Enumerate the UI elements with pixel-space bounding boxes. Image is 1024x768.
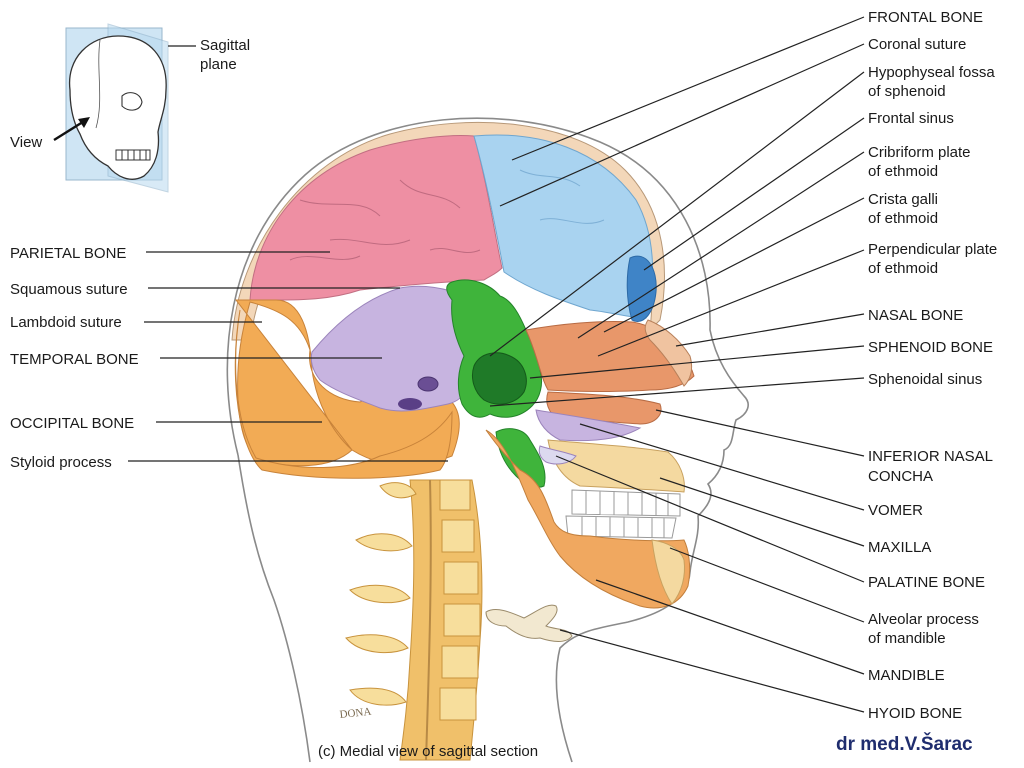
internal-acoustic-meatus [417, 376, 439, 392]
spinal-ligament [425, 479, 432, 761]
label-lambdoid-suture: Lambdoid suture [10, 314, 122, 331]
label-perpendicular-plate-line-1: Perpendicular plate [868, 241, 997, 258]
label-inferior-nasal-concha: INFERIOR NASAL CONCHA [868, 448, 997, 485]
leader-vomer [579, 423, 865, 511]
label-alveolar-process: Alveolar process of mandible [868, 611, 983, 647]
leader-crista-galli [603, 197, 865, 333]
author-credit: dr med.V.Šarac [836, 733, 973, 755]
leader-coronal-suture [499, 43, 865, 207]
leader-hyoid-bone [559, 629, 865, 713]
label-crista-galli-line-2: of ethmoid [868, 210, 938, 227]
figure-caption: (c) Medial view of sagittal section [318, 743, 538, 760]
label-vomer: VOMER [868, 502, 923, 519]
mandible-region [485, 429, 691, 609]
label-perpendicular-plate-line-2: of ethmoid [868, 260, 938, 277]
label-hypophyseal-fossa-line-2: of sphenoid [868, 83, 946, 100]
inset-skull-outline [68, 35, 167, 180]
label-occipital-bone: OCCIPITAL BONE [10, 415, 134, 432]
label-sphenoidal-sinus: Sphenoidal sinus [868, 371, 982, 388]
neck-back-outline [237, 454, 311, 763]
palatine-region [538, 445, 577, 465]
parietal-vessels [289, 179, 481, 261]
label-cribriform-plate-line-1: Cribriform plate [868, 144, 971, 161]
label-frontal-sinus: Frontal sinus [868, 110, 954, 127]
inset-plane-label-line-1: Sagittal [200, 37, 250, 54]
inset-teeth [115, 149, 151, 161]
label-sphenoid-bone: SPHENOID BONE [868, 339, 993, 356]
leader-palatine-bone [555, 455, 865, 583]
spinous-processes [345, 482, 417, 706]
inset-plane-label-line-2: plane [200, 56, 237, 73]
label-mandible: MANDIBLE [868, 667, 945, 684]
upper-teeth [571, 489, 681, 517]
label-nasal-bone: NASAL BONE [868, 307, 963, 324]
label-hypophyseal-fossa: Hypophyseal fossa of sphenoid [868, 64, 999, 100]
temporal-groove [398, 398, 422, 410]
leader-sphenoidal-sinus [489, 377, 865, 407]
hyoid-bone-region [485, 604, 573, 642]
nasal-bone-region [644, 319, 693, 387]
leader-alveolar-process [669, 547, 865, 623]
label-alveolar-process-line-2: of mandible [868, 630, 946, 647]
inset-view-arrow [53, 118, 87, 142]
frontal-vessels [519, 169, 605, 224]
leader-maxilla [659, 477, 865, 547]
inset-orbit [121, 92, 143, 111]
labels-left: PARIETAL BONE Squamous suture Lambdoid s… [10, 245, 139, 471]
label-coronal-suture: Coronal suture [868, 36, 966, 53]
label-crista-galli-line-1: Crista galli [868, 191, 938, 208]
lower-teeth [565, 515, 677, 539]
label-squamous-suture: Squamous suture [10, 281, 128, 298]
leader-perpendicular-plate [597, 249, 865, 357]
sphenoidal-sinus-region [471, 352, 527, 405]
label-hypophyseal-fossa-line-1: Hypophyseal fossa [868, 64, 995, 81]
orientation-inset: Sagittal plane View [10, 23, 254, 193]
frontal-sinus-region [626, 255, 657, 322]
label-hyoid-bone: HYOID BONE [868, 705, 962, 722]
leader-frontal-bone [511, 16, 865, 161]
label-crista-galli: Crista galli of ethmoid [868, 191, 942, 227]
label-inferior-nasal-concha-line-2: CONCHA [868, 468, 933, 485]
label-cribriform-plate-line-2: of ethmoid [868, 163, 938, 180]
label-frontal-bone: FRONTAL BONE [868, 9, 983, 26]
label-alveolar-process-line-1: Alveolar process [868, 611, 979, 628]
leader-hypophyseal-fossa [489, 71, 865, 357]
maxilla-region [547, 439, 685, 493]
label-inferior-nasal-concha-line-1: INFERIOR NASAL [868, 448, 993, 465]
label-styloid-process: Styloid process [10, 454, 112, 471]
label-temporal-bone: TEMPORAL BONE [10, 351, 139, 368]
artist-signature: DONA [339, 706, 372, 721]
cervical-spine [345, 479, 483, 761]
leader-mandible [595, 579, 865, 675]
vomer-region [535, 409, 642, 442]
leader-lines-right [489, 16, 865, 713]
pterygoid-process [495, 428, 546, 488]
label-palatine-bone: PALATINE BONE [868, 574, 985, 591]
leader-lines-left [128, 251, 448, 462]
leader-sphenoid-bone [529, 345, 865, 379]
parietal-bone-region [249, 135, 503, 305]
labels-right: FRONTAL BONE Coronal suture Hypophyseal … [868, 9, 1001, 722]
inset-arrowhead-icon [78, 117, 90, 128]
label-maxilla: MAXILLA [868, 539, 931, 556]
label-parietal-bone: PARIETAL BONE [10, 245, 126, 262]
inset-plane-label: Sagittal plane [200, 37, 254, 73]
vertebra-bodies [439, 479, 481, 721]
inset-suture [95, 39, 101, 129]
leader-frontal-sinus [643, 117, 865, 271]
label-cribriform-plate: Cribriform plate of ethmoid [868, 144, 975, 180]
label-perpendicular-plate: Perpendicular plate of ethmoid [868, 241, 1001, 277]
leader-cribriform-plate [577, 151, 865, 339]
alveolar-process-region [651, 539, 685, 605]
leader-nasal-bone [675, 313, 865, 347]
leader-inferior-nasal-concha [655, 409, 865, 457]
inset-view-label: View [10, 134, 42, 151]
